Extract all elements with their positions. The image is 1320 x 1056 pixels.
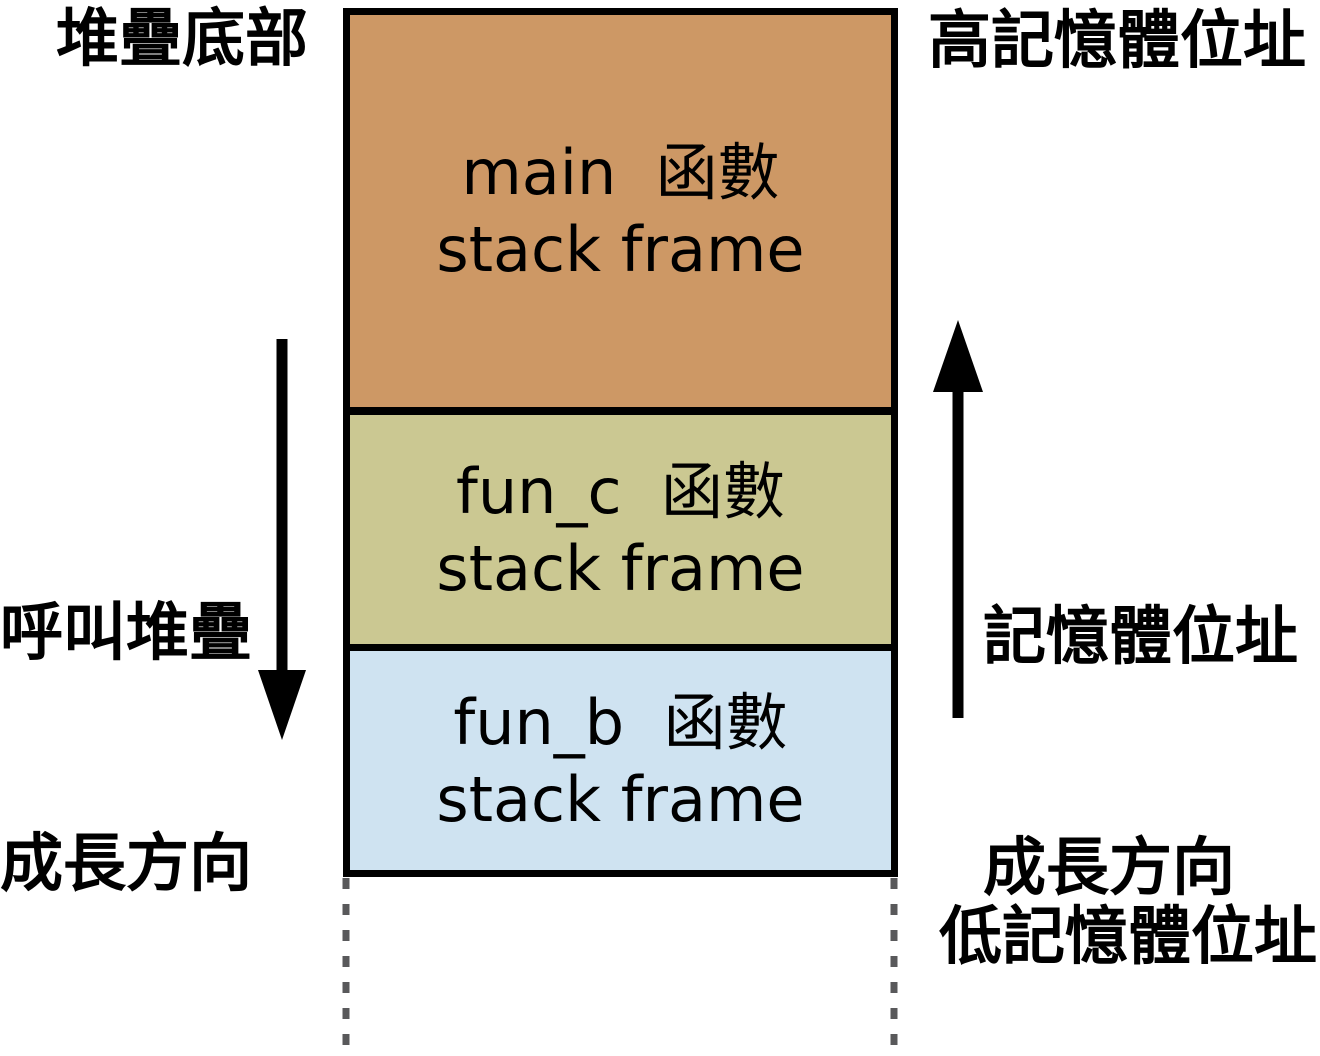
label-memory-address-growth: 記憶體位址 成長方向 [983, 444, 1298, 1056]
label-stack-bottom: 堆疊底部 [56, 2, 308, 75]
memory-growth-up-arrow [933, 320, 983, 718]
stack-frame-fun-b-line2: stack frame [436, 762, 805, 836]
label-low-memory-address: 低記憶體位址 [939, 900, 1317, 973]
stack-frame-fun-b-line1: fun_b 函數 [453, 685, 788, 759]
stack-frame-fun-c-line1: fun_c 函數 [456, 454, 785, 528]
label-call-stack-growth-line2: 成長方向 [0, 827, 252, 900]
stack-frame-fun-c: fun_c 函數 stack frame [350, 407, 891, 644]
stack-frame-fun-b: fun_b 函數 stack frame [350, 644, 891, 870]
label-high-memory-address: 高記憶體位址 [928, 4, 1306, 77]
stack-frame-main: main 函數 stack frame [350, 15, 891, 407]
stack-frame-main-line1: main 函數 [461, 136, 780, 209]
stack-frame-main-line2: stack frame [436, 213, 805, 286]
label-call-stack-growth: 呼叫堆疊 成長方向 [0, 440, 252, 1056]
label-memory-address-growth-line2: 成長方向 [983, 831, 1235, 904]
label-call-stack-growth-line1: 呼叫堆疊 [0, 596, 252, 669]
label-memory-address-growth-line1: 記憶體位址 [983, 600, 1298, 673]
stack-frame-fun-c-line2: stack frame [436, 531, 805, 605]
stack-box: main 函數 stack frame fun_c 函數 stack frame… [343, 8, 898, 877]
stack-growth-down-arrow [258, 339, 306, 740]
